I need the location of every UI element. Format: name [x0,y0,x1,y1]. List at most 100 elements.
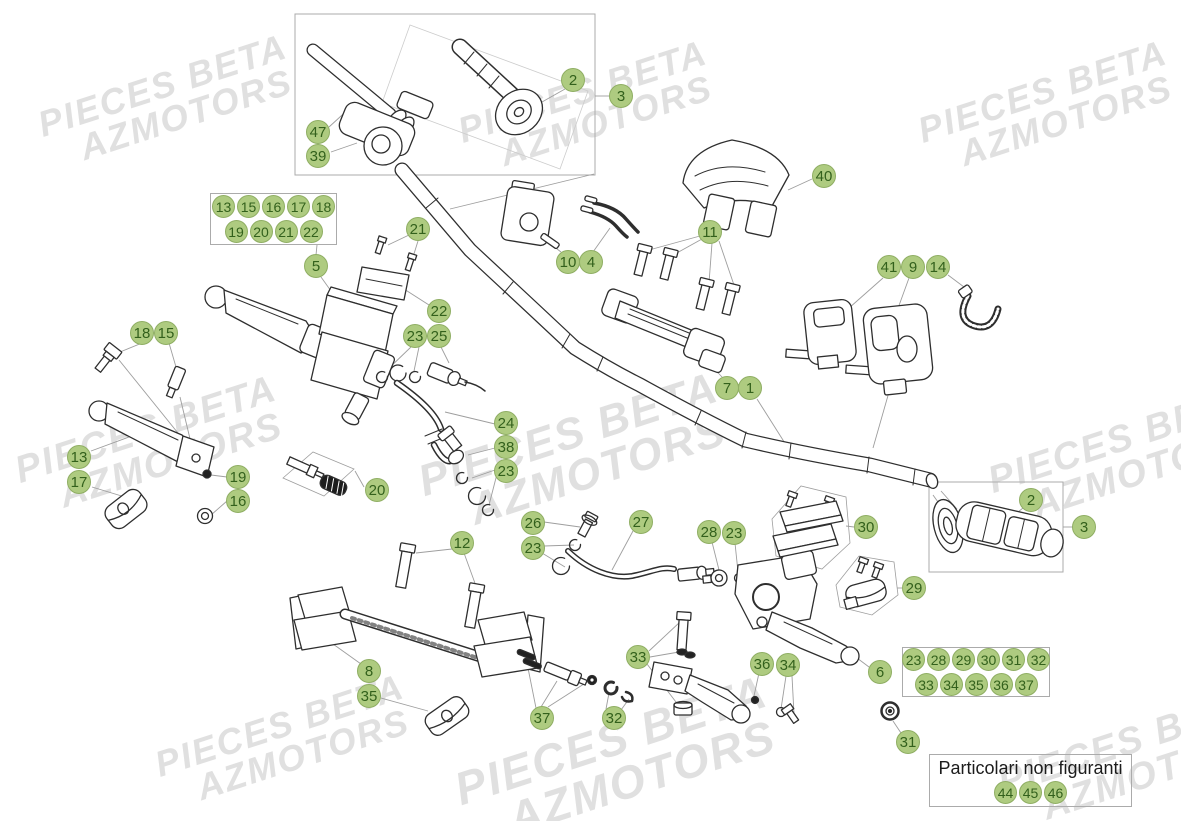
part-badge-10-6[interactable]: 10 [556,250,580,274]
part-badge-16-23[interactable]: 16 [226,489,250,513]
part-badge-5-5[interactable]: 5 [304,254,328,278]
cable-guide [957,284,1002,331]
part-badge-8-38[interactable]: 8 [357,659,381,683]
right-switch-housing [845,303,934,396]
ref-badge-30[interactable]: 30 [977,648,1000,671]
part-badge-23-27[interactable]: 23 [494,459,518,483]
ref-badge-19[interactable]: 19 [224,220,248,243]
throttle-grip [451,38,544,136]
ref-badge-22[interactable]: 22 [299,220,323,243]
part-badge-47-0[interactable]: 47 [306,120,330,144]
adjuster-with-spring [286,456,348,496]
part-badge-30-34[interactable]: 30 [854,515,878,539]
part-badge-37-40[interactable]: 37 [530,706,554,730]
part-badge-27-30[interactable]: 27 [629,510,653,534]
part-badge-24-25[interactable]: 24 [494,411,518,435]
bar-mount-bracket [601,288,726,374]
part-badge-33-42[interactable]: 33 [626,645,650,669]
part-badge-19-22[interactable]: 19 [226,465,250,489]
ref-badge-16[interactable]: 16 [262,195,285,218]
part-badge-4-7[interactable]: 4 [579,250,603,274]
ref-badge-37[interactable]: 37 [1014,673,1038,696]
clutch-lever-left [88,400,215,478]
ref-badge-21[interactable]: 21 [274,220,298,243]
part-badge-18-16[interactable]: 18 [130,321,154,345]
part-badge-23-29[interactable]: 23 [521,536,545,560]
ref-badge-23[interactable]: 23 [902,648,925,671]
part-badge-26-28[interactable]: 26 [521,511,545,535]
part-badge-32-41[interactable]: 32 [602,706,626,730]
bracket-bolts [633,242,741,316]
part-badge-36-43[interactable]: 36 [750,652,774,676]
bar-clamp [843,556,887,611]
ref-badge-44[interactable]: 44 [994,781,1017,804]
part-badge-1-19[interactable]: 1 [738,376,762,400]
throttle-assembly [306,43,434,166]
ref-badge-36[interactable]: 36 [989,673,1013,696]
right-grip [932,498,1064,558]
ref-badge-20[interactable]: 20 [249,220,273,243]
part-badge-2-36[interactable]: 2 [1019,488,1043,512]
handlebar [394,162,939,489]
part-badge-38-26[interactable]: 38 [494,435,518,459]
ref-badge-45[interactable]: 45 [1019,781,1042,804]
clutch-master-cylinder [551,510,860,666]
part-badge-39-1[interactable]: 39 [306,144,330,168]
part-badge-3-3[interactable]: 3 [609,84,633,108]
part-badge-13-20[interactable]: 13 [67,445,91,469]
ref-badge-13[interactable]: 13 [212,195,235,218]
part-badge-15-17[interactable]: 15 [154,321,178,345]
riser-bracket [424,696,470,736]
bar-riser-clamps [289,542,545,678]
part-badge-40-8[interactable]: 40 [812,164,836,188]
construction-lines [381,24,589,170]
throttle-detail-box [294,13,596,176]
ref-badge-32[interactable]: 32 [1027,648,1050,671]
part-badge-14-12[interactable]: 14 [926,255,950,279]
part-badge-29-35[interactable]: 29 [902,576,926,600]
part-badge-22-13[interactable]: 22 [427,299,451,323]
ref-badge-34[interactable]: 34 [939,673,963,696]
ref-badge-28[interactable]: 28 [927,648,950,671]
part-badge-7-18[interactable]: 7 [715,376,739,400]
part-badge-31-46[interactable]: 31 [896,730,920,754]
part-badge-3-37[interactable]: 3 [1072,515,1096,539]
part-badge-23-14[interactable]: 23 [403,324,427,348]
dashboard [682,139,790,238]
part-badge-9-11[interactable]: 9 [901,255,925,279]
front-brake-master-cylinder [204,285,398,426]
part-badge-11-9[interactable]: 11 [698,220,722,244]
part-badge-20-24[interactable]: 20 [365,478,389,502]
reservoir-pads [772,490,844,558]
part-badge-41-10[interactable]: 41 [877,255,901,279]
ref-badge-31[interactable]: 31 [1002,648,1025,671]
left-switch-housing [785,299,857,370]
part-badge-2-2[interactable]: 2 [561,68,585,92]
cable-small-parts [516,648,634,703]
part-badge-23-33[interactable]: 23 [722,521,746,545]
part-badge-21-4[interactable]: 21 [406,217,430,241]
part-badge-34-44[interactable]: 34 [776,653,800,677]
part-badge-6-45[interactable]: 6 [868,660,892,684]
grommet [880,701,900,721]
part-badge-25-15[interactable]: 25 [427,324,451,348]
ref-badge-18[interactable]: 18 [312,195,335,218]
reservoir-cap-plate [356,235,418,301]
ref-badge-29[interactable]: 29 [952,648,975,671]
ref-badge-46[interactable]: 46 [1044,781,1067,804]
ref-badge-33[interactable]: 33 [914,673,938,696]
part-badge-12-31[interactable]: 12 [450,531,474,555]
part-badge-17-21[interactable]: 17 [67,470,91,494]
part-badge-28-32[interactable]: 28 [697,520,721,544]
ref-badge-17[interactable]: 17 [287,195,310,218]
ref-badge-15[interactable]: 15 [237,195,260,218]
ref-badge-35[interactable]: 35 [964,673,988,696]
part-badge-35-39[interactable]: 35 [357,684,381,708]
